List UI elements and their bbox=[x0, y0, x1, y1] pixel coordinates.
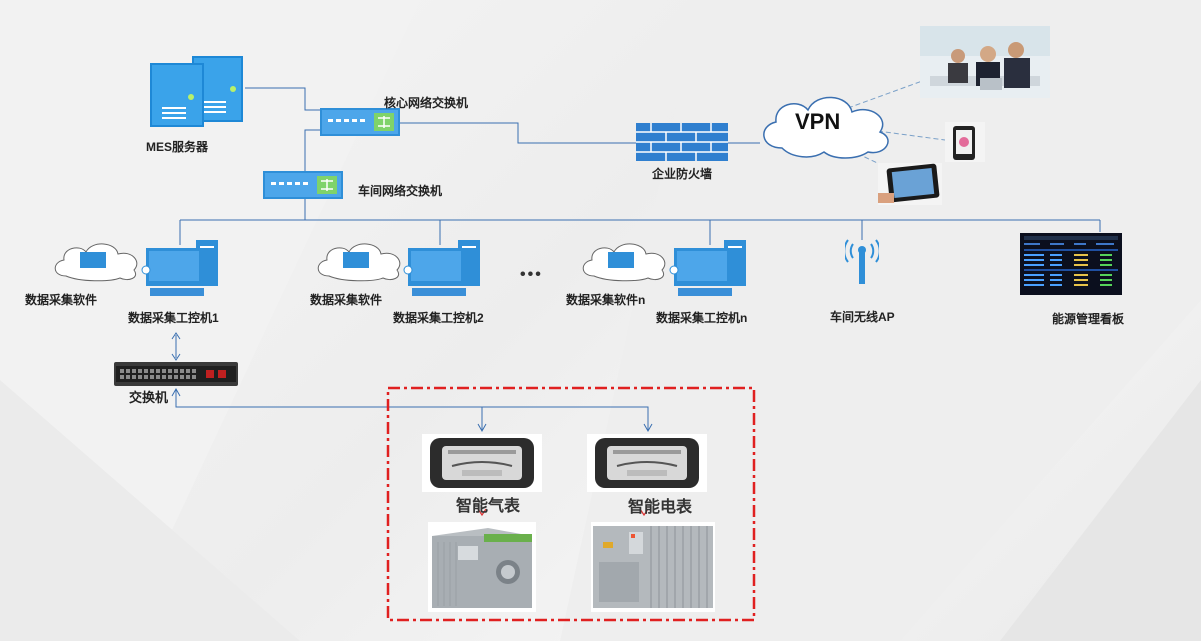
pc-label-1: 数据采集工控机1 bbox=[128, 311, 219, 325]
firewall-label: 企业防火墙 bbox=[652, 167, 713, 181]
gas-meter-label: 智能气表 bbox=[456, 498, 521, 515]
firewall-icon bbox=[636, 123, 728, 161]
software-cloud-icon-n bbox=[582, 243, 666, 282]
electric-meter-image bbox=[587, 434, 707, 492]
tablet-image bbox=[878, 163, 942, 205]
vpn-label: VPN bbox=[795, 109, 841, 134]
access-switch-icon bbox=[114, 362, 238, 386]
mes-server-icon bbox=[150, 56, 243, 127]
ellipsis: ••• bbox=[520, 266, 543, 283]
software-label-1: 数据采集软件 bbox=[25, 293, 98, 307]
software-label-2: 数据采集软件 bbox=[310, 293, 383, 307]
software-cloud-icon-1 bbox=[54, 243, 138, 282]
core-switch-label: 核心网络交换机 bbox=[384, 96, 469, 110]
industrial-machine-image-1 bbox=[428, 522, 536, 612]
smartphone-image bbox=[945, 122, 985, 162]
pc-label-2: 数据采集工控机2 bbox=[393, 311, 484, 325]
wireless-ap-label: 车间无线AP bbox=[830, 310, 895, 324]
pc-icon-n bbox=[669, 240, 746, 296]
business-meeting-image bbox=[920, 26, 1050, 98]
energy-dashboard-screen bbox=[1020, 233, 1122, 295]
mes-server-label: MES服务器 bbox=[146, 140, 209, 154]
electric-meter-label: 智能电表 bbox=[628, 499, 693, 516]
gas-meter-image bbox=[422, 434, 542, 492]
industrial-machine-image-2 bbox=[591, 522, 715, 612]
wireless-ap-icon bbox=[845, 239, 879, 284]
energy-dashboard-label: 能源管理看板 bbox=[1052, 312, 1125, 326]
pc-icon-2 bbox=[403, 240, 480, 296]
core-switch-icon bbox=[320, 108, 400, 136]
software-label-n: 数据采集软件n bbox=[566, 293, 646, 307]
access-switch-label: 交换机 bbox=[129, 390, 169, 405]
pc-icon-1 bbox=[141, 240, 218, 296]
vpn-cloud-icon bbox=[763, 96, 889, 159]
shop-switch-label: 车间网络交换机 bbox=[358, 184, 443, 198]
shop-switch-icon bbox=[263, 171, 343, 199]
pc-label-n: 数据采集工控机n bbox=[656, 311, 748, 325]
software-cloud-icon-2 bbox=[317, 243, 401, 282]
